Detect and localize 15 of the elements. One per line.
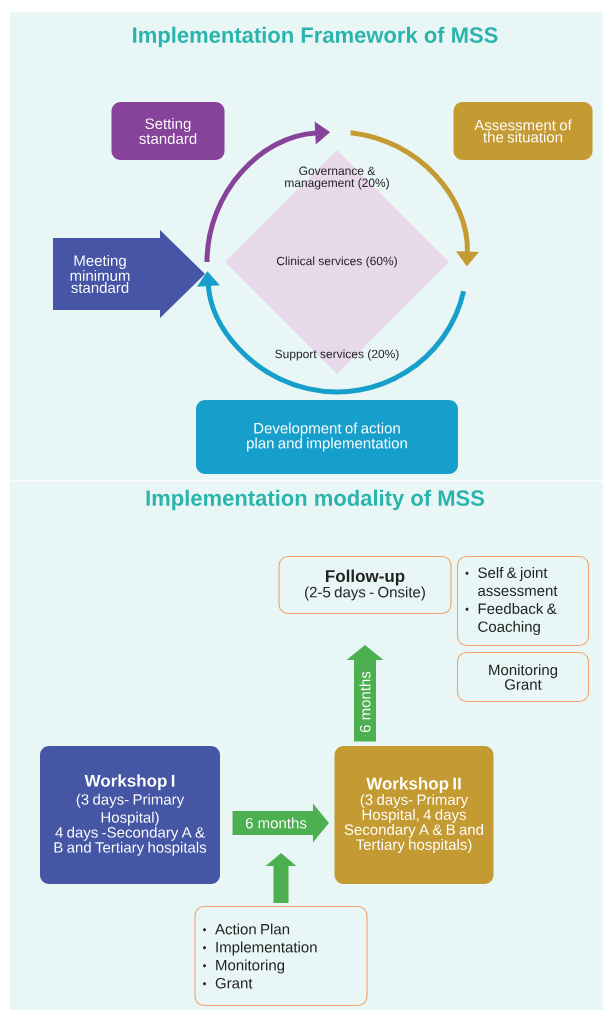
workshop-box: Workshop II (3 days- Primary Hospital, 4 days Secondary A & B and Tertiary hospitals) <box>334 746 494 884</box>
diamond-label: Governance & management (20%) <box>285 166 389 190</box>
diamond-label: Clinical services (60%) <box>276 256 397 268</box>
list-box: Action Plan Implementation Monitoring Grant <box>194 905 368 1007</box>
info-box: Follow-up (2-5 days - Onsite) <box>278 555 452 615</box>
process-box: Assessment of the situation <box>453 102 593 160</box>
section-heading: Implementation modality of MSS <box>146 489 485 511</box>
edge-label: 6 months <box>358 669 372 735</box>
workshop-box: Workshop I (3 days- Primary Hospital) 4 days -Secondary A & B and Tertiary hospitals <box>40 746 220 884</box>
process-box: Setting standard <box>111 102 225 160</box>
title: Implementation Framework of MSS <box>133 26 498 48</box>
process-box: Development of action plan and implementation <box>196 400 458 474</box>
diamond-label: Support services (20%) <box>275 349 399 361</box>
list-box: Self & joint assessment Feedback & Coaching <box>456 555 590 647</box>
info-box: Monitoring Grant <box>456 651 590 703</box>
